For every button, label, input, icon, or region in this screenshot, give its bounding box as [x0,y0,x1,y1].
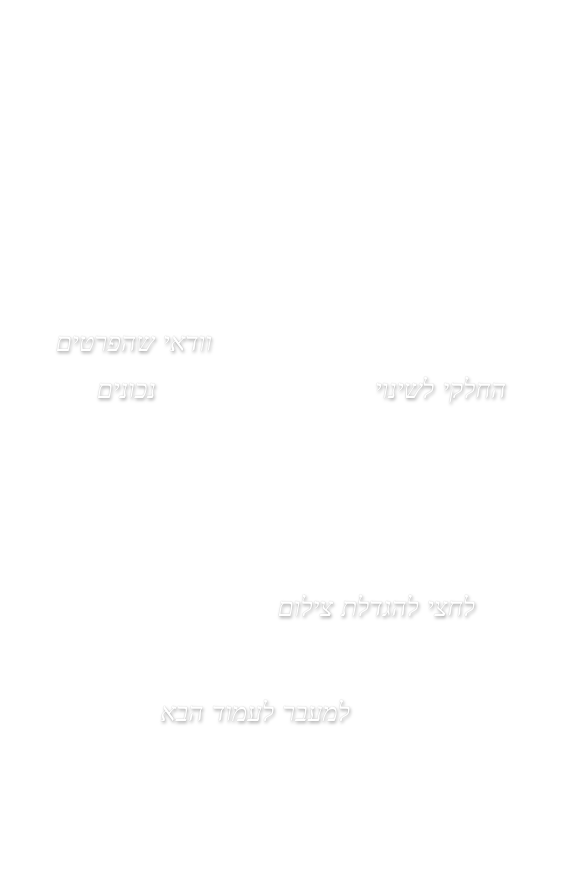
verify-details-line-2: נכונים [96,375,156,405]
swipe-to-change-button[interactable]: החלקי לשינוי [374,375,506,405]
tap-to-enlarge-photo-button[interactable]: לחצי להגדלת צילום [277,593,475,623]
next-page-button[interactable]: למעבר לעמוד הבא [160,698,350,728]
verify-details-line-1: וודאי שהפרטים [55,328,212,358]
